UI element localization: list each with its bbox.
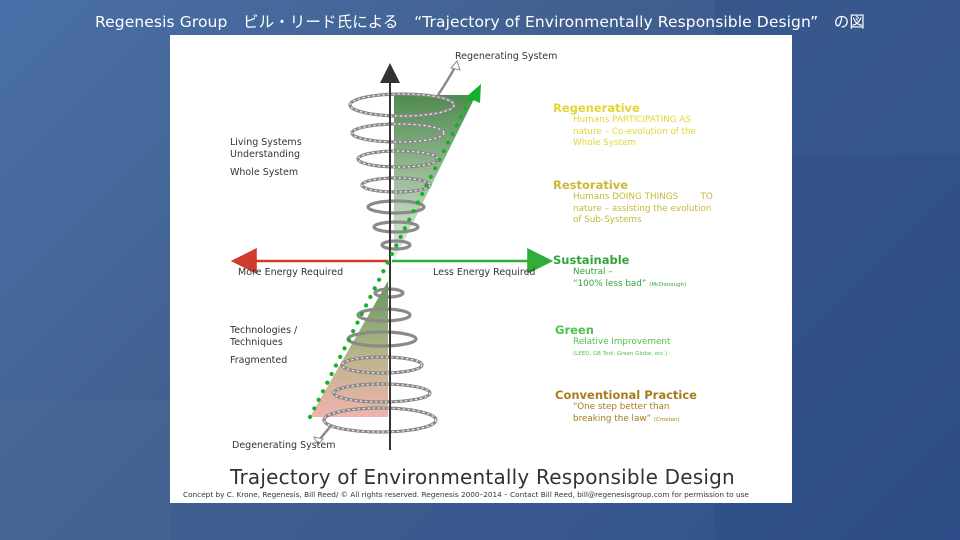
stage-note: (McDonough) <box>649 281 687 288</box>
stage-desc: Humans PARTICIPATING AS <box>573 115 691 125</box>
regenerating-system-label: Regenerating System <box>455 51 558 62</box>
stage-desc: “100% less bad” <box>573 278 647 289</box>
trajectory-arrowhead <box>466 84 481 103</box>
less-energy-label: Less Energy Required <box>433 267 536 278</box>
trajectory-diagram: Regenerating System Degenerating System … <box>170 35 792 503</box>
lower-left-note: Technologies / Techniques Fragmented <box>230 325 297 367</box>
note-line: Living Systems <box>230 137 302 148</box>
note-line: Technologies / <box>230 325 298 336</box>
stage-title: Restorative <box>553 178 629 192</box>
stage-regenerative: Regenerative Humans PARTICIPATING AS nat… <box>553 102 696 150</box>
regenerative-triangle <box>394 95 476 261</box>
stage-title: Sustainable <box>553 253 630 267</box>
credit-line: Concept by C. Krone, Regenesis, Bill Ree… <box>183 490 749 499</box>
note-line: Techniques <box>230 337 283 348</box>
degenerative-triangle <box>310 281 388 417</box>
more-energy-label: More Energy Required <box>238 267 344 278</box>
diagram-title: Trajectory of Environmentally Responsibl… <box>230 465 735 489</box>
stage-restorative: Restorative Humans DOING THINGS TO natur… <box>553 179 713 227</box>
upper-left-note: Living Systems Understanding Whole Syste… <box>230 137 302 179</box>
stage-desc: Neutral – <box>573 267 613 277</box>
stage-desc: nature – assisting the evolution <box>573 203 712 214</box>
background-panel <box>0 400 170 540</box>
stage-title: Green <box>555 323 594 337</box>
degenerating-system-label: Degenerating System <box>232 440 336 451</box>
stage-title: Conventional Practice <box>555 388 697 402</box>
stage-title: Regenerative <box>553 101 640 115</box>
stage-desc: Whole System <box>573 138 637 148</box>
spiral-top-arrow <box>436 64 458 96</box>
note-line: Whole System <box>230 167 299 178</box>
slide-title: Regenesis Group ビル・リード氏による “Trajectory o… <box>94 13 865 31</box>
stage-green: Green Relative Improvement (LEED, GB Too… <box>555 324 670 360</box>
stage-conventional: Conventional Practice “One step better t… <box>555 389 697 426</box>
stage-desc: nature – Co-evolution of the <box>573 126 697 137</box>
stage-desc: Relative Improvement <box>573 337 671 347</box>
note-line: Understanding <box>230 149 300 160</box>
note-line: Fragmented <box>230 355 288 366</box>
stage-sustainable: Sustainable Neutral – “100% less bad” (M… <box>553 254 686 291</box>
diagram-graphics <box>230 60 554 450</box>
stage-desc: Humans DOING THINGS TO <box>573 192 713 202</box>
stage-desc: of Sub-Systems <box>573 215 642 225</box>
stage-desc: breaking the law” <box>573 413 652 424</box>
stage-note: (LEED, GB Tool, Green Globe, etc.) <box>573 350 668 357</box>
stage-note: (Croxton) <box>653 416 680 423</box>
stage-desc: “One step better than <box>573 402 670 412</box>
